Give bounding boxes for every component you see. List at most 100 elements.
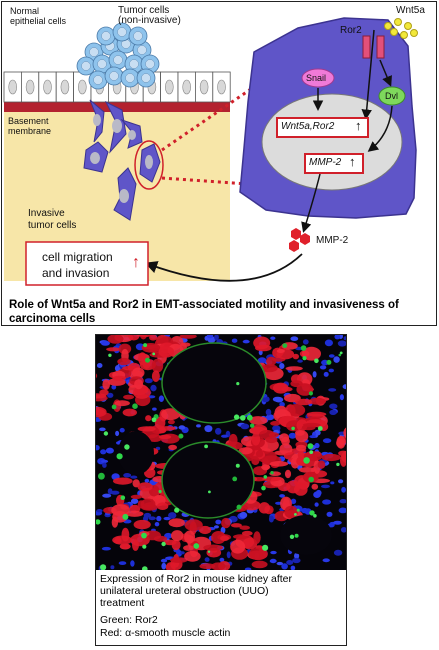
actin-patch <box>149 335 158 341</box>
nucleus-dot <box>269 558 277 564</box>
nucleus-dot <box>328 354 335 358</box>
nucleus-dot <box>180 551 185 555</box>
nucleus-dot <box>322 558 330 563</box>
nucleus-dot <box>328 368 334 373</box>
actin-patch <box>281 436 290 446</box>
actin-patch <box>295 444 307 452</box>
ror2-spot <box>300 345 307 351</box>
actin-patch <box>167 419 175 425</box>
wnt5a-ror2-box <box>276 117 369 138</box>
nucleus-dot <box>288 432 297 439</box>
nucleus-dot <box>96 509 103 513</box>
mmp2-box <box>304 153 364 174</box>
ror2-spot <box>207 550 211 553</box>
actin-patch <box>276 349 285 353</box>
nucleus-dot <box>215 519 222 525</box>
actin-patch <box>292 353 299 360</box>
ror2-to-dvl-arrow <box>379 59 392 87</box>
ror2-spot <box>262 544 269 551</box>
actin-patch <box>298 467 316 473</box>
nucleus-dot <box>323 371 329 377</box>
ror2-spot <box>236 504 242 510</box>
zoom-connector-lower <box>161 176 249 186</box>
nucleus-dot <box>257 357 267 364</box>
actin-patch <box>158 346 175 358</box>
nucleus-dot <box>96 445 100 451</box>
ror2-spot <box>233 414 240 420</box>
tubule-upper <box>161 342 267 424</box>
ror2-spot <box>208 490 211 494</box>
label-basement-membrane: Basement membrane <box>8 116 52 136</box>
label-and-invasion: and invasion <box>42 266 110 280</box>
ror2-spot <box>296 508 300 512</box>
ror2-spot <box>178 433 184 439</box>
ror2-spot <box>308 391 313 396</box>
label-normal-epithelial-cells: Normal epithelial cells <box>10 6 67 26</box>
actin-patch <box>113 477 133 485</box>
actin-patch <box>96 373 98 379</box>
ror2-spot <box>336 462 340 467</box>
actin-patch <box>111 504 130 517</box>
nucleus-dot <box>144 478 150 483</box>
nucleus-dot <box>123 473 132 478</box>
nucleus-dot <box>334 335 341 340</box>
nucleus-dot <box>302 339 309 345</box>
actin-patch <box>96 393 107 399</box>
ror2-spot <box>303 457 310 464</box>
nucleus-dot <box>333 520 342 525</box>
actin-patch <box>158 434 172 440</box>
nucleus-dot <box>329 403 338 410</box>
nucleus-dot <box>107 392 114 398</box>
actin-patch <box>199 525 212 535</box>
ror2-receptor-left <box>362 35 371 59</box>
nucleus-dot <box>163 516 171 521</box>
nucleus-dot <box>102 493 112 498</box>
ror2-spot <box>152 352 156 356</box>
nucleus-dot <box>119 427 125 433</box>
ror2-spot <box>289 534 295 539</box>
ror2-spot <box>232 476 238 482</box>
ror2-spot <box>309 450 314 454</box>
tumor-nucleus <box>117 27 127 37</box>
ror2-spot <box>204 444 208 449</box>
nucleus-dot <box>156 515 162 522</box>
actin-patch <box>132 539 139 551</box>
nucleus-dot <box>340 527 346 533</box>
ror2-spot <box>116 453 123 460</box>
nucleus-dot <box>118 561 127 565</box>
actin-patch <box>156 502 169 510</box>
nucleus-dot <box>328 388 337 392</box>
ror2-spot <box>193 543 200 549</box>
tumor-cell-cluster <box>76 22 160 90</box>
tumor-nucleus <box>113 55 123 65</box>
ror2-spot <box>294 533 299 538</box>
ror2-spot <box>111 404 117 410</box>
actin-patch <box>114 400 130 407</box>
ror2-spot <box>313 514 317 518</box>
ror2-spot <box>174 507 180 513</box>
nucleus-dot <box>322 499 332 505</box>
ror2-spot <box>250 423 255 428</box>
actin-patch <box>106 347 121 352</box>
actin-patch <box>248 547 268 561</box>
nucleus-dot <box>100 449 107 455</box>
epithelial-nucleus <box>8 79 17 95</box>
nucleus-dot <box>338 479 344 484</box>
actin-patch <box>262 466 269 471</box>
nucleus-dot <box>161 562 167 570</box>
actin-patch <box>154 416 166 429</box>
nucleus-dot <box>101 459 109 463</box>
nucleus-dot <box>154 522 160 527</box>
actin-patch <box>270 421 281 426</box>
label-wnt5a: Wnt5a <box>396 5 425 16</box>
actin-patch <box>159 426 176 431</box>
nucleus-dot <box>214 525 219 529</box>
actin-patch <box>253 531 261 544</box>
ror2-spot <box>308 476 314 483</box>
actin-patch <box>228 433 238 447</box>
actin-patch <box>128 335 140 341</box>
ror2-spot <box>317 426 323 431</box>
nucleus-dot <box>196 424 201 428</box>
nucleus-dot <box>290 498 297 504</box>
actin-patch <box>120 543 131 549</box>
